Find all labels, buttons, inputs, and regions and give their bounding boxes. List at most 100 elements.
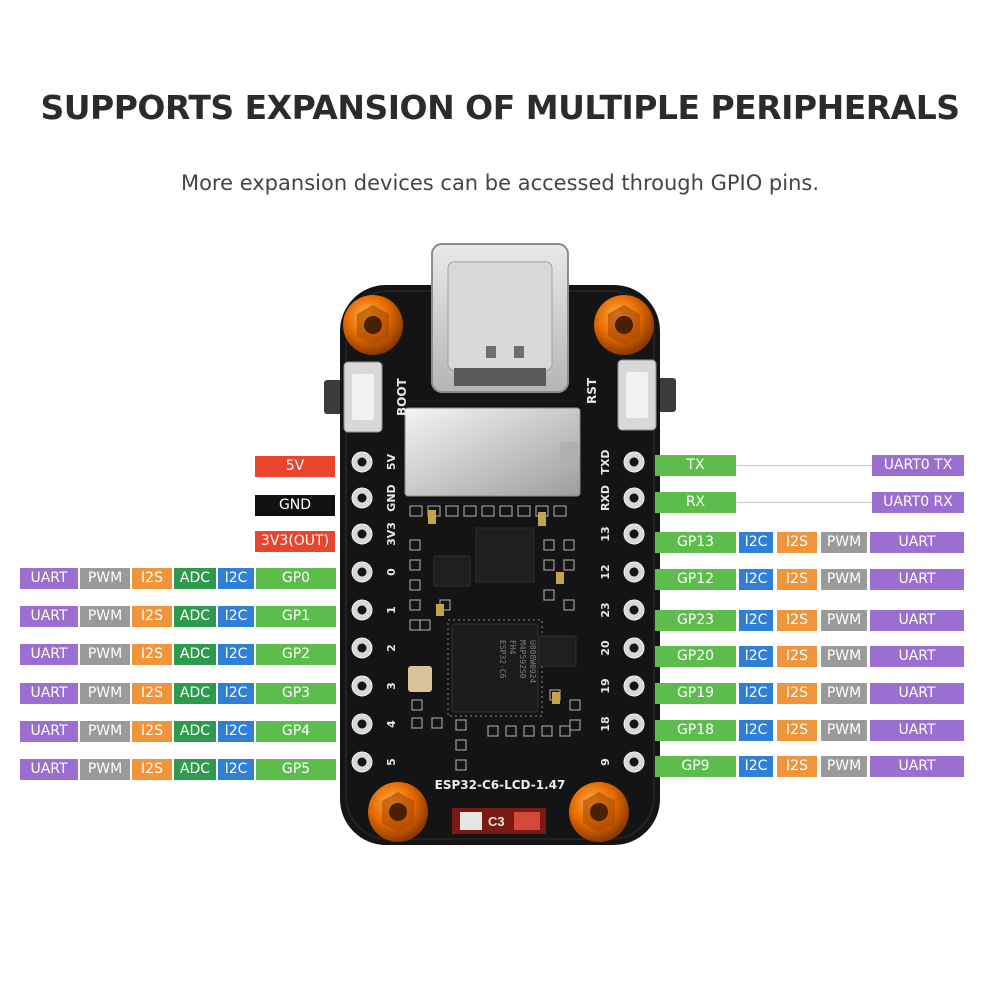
board-model-label: ESP32-C6-LCD-1.47 — [435, 778, 566, 792]
right-func-uart-tag: UART — [870, 569, 964, 590]
rf-shield — [404, 407, 581, 497]
left-pin-silk-label: 3V3 — [385, 522, 398, 546]
right-pin-silk-label: 23 — [599, 602, 612, 617]
left-func-uart-tag: UART — [20, 683, 78, 704]
boot-label: BOOT — [395, 377, 409, 416]
left-func-pwm-tag: PWM — [80, 606, 130, 627]
right-func-i2s-tag: I2S — [777, 532, 817, 553]
connector-rx — [737, 502, 872, 503]
standoff-top-left — [343, 295, 403, 355]
right-func-i2c-tag: I2C — [739, 756, 773, 777]
left-gpio-label: GP5 — [256, 759, 336, 780]
left-func-uart-tag: UART — [20, 721, 78, 742]
left-pin-silk-label: 5V — [385, 453, 398, 470]
right-gpio-label: GP9 — [655, 756, 736, 777]
power-pin-1: GND — [255, 495, 335, 516]
standoff-top-right — [594, 295, 654, 355]
left-func-i2c-tag: I2C — [218, 721, 254, 742]
right-func-pwm-tag: PWM — [821, 646, 867, 667]
right-gpio-label: GP18 — [655, 720, 736, 741]
right-func-uart-tag: UART — [870, 610, 964, 631]
right-func-pwm-tag: PWM — [821, 720, 867, 741]
left-func-adc-tag: ADC — [174, 721, 216, 742]
left-func-pwm-tag: PWM — [80, 759, 130, 780]
right-pin-silk-label: 20 — [599, 640, 612, 656]
right-pin-silk-label: 19 — [599, 678, 612, 693]
rst-label: RST — [585, 377, 599, 404]
right-func-i2s-tag: I2S — [777, 756, 817, 777]
left-pin-silk-label: 2 — [385, 644, 398, 652]
page-title: SUPPORTS EXPANSION OF MULTIPLE PERIPHERA… — [40, 88, 960, 127]
uart-pin-label: RX — [655, 492, 736, 513]
right-func-uart-tag: UART — [870, 720, 964, 741]
right-func-i2c-tag: I2C — [739, 532, 773, 553]
right-gpio-label: GP19 — [655, 683, 736, 704]
left-func-i2c-tag: I2C — [218, 606, 254, 627]
right-gpio-label: GP23 — [655, 610, 736, 631]
right-func-i2s-tag: I2S — [777, 720, 817, 741]
right-func-i2c-tag: I2C — [739, 720, 773, 741]
right-func-pwm-tag: PWM — [821, 756, 867, 777]
uart-pin-label: TX — [655, 455, 736, 476]
right-pin-silk-label: 13 — [599, 526, 612, 541]
left-func-i2s-tag: I2S — [132, 644, 172, 665]
left-func-pwm-tag: PWM — [80, 644, 130, 665]
chip-marking-line: M4P592S0 — [518, 640, 527, 679]
page-subtitle: More expansion devices can be accessed t… — [180, 171, 820, 195]
left-func-i2s-tag: I2S — [132, 759, 172, 780]
left-func-i2s-tag: I2S — [132, 721, 172, 742]
right-func-i2c-tag: I2C — [739, 683, 773, 704]
right-func-i2s-tag: I2S — [777, 683, 817, 704]
right-func-pwm-tag: PWM — [821, 569, 867, 590]
uart-func-label: UART0 RX — [872, 492, 964, 513]
left-func-i2s-tag: I2S — [132, 568, 172, 589]
right-func-i2c-tag: I2C — [739, 646, 773, 667]
right-func-pwm-tag: PWM — [821, 532, 867, 553]
left-func-uart-tag: UART — [20, 568, 78, 589]
right-func-i2c-tag: I2C — [739, 569, 773, 590]
left-func-i2s-tag: I2S — [132, 683, 172, 704]
right-func-i2s-tag: I2S — [777, 646, 817, 667]
left-func-i2c-tag: I2C — [218, 683, 254, 704]
left-func-adc-tag: ADC — [174, 644, 216, 665]
silk-c3: C3 — [488, 814, 505, 829]
right-func-i2s-tag: I2S — [777, 610, 817, 631]
right-func-i2s-tag: I2S — [777, 569, 817, 590]
right-func-i2c-tag: I2C — [739, 610, 773, 631]
right-func-uart-tag: UART — [870, 646, 964, 667]
left-func-adc-tag: ADC — [174, 568, 216, 589]
power-pin-2: 3V3(OUT) — [255, 531, 335, 552]
left-gpio-label: GP4 — [256, 721, 336, 742]
chip-marking-line: FH4 — [508, 640, 517, 655]
left-func-i2c-tag: I2C — [218, 568, 254, 589]
right-pin-silk-label: 12 — [599, 564, 612, 579]
left-gpio-label: GP2 — [256, 644, 336, 665]
left-pin-silk-label: 0 — [385, 568, 398, 576]
left-func-pwm-tag: PWM — [80, 721, 130, 742]
standoff-bottom-left — [368, 782, 428, 842]
right-func-uart-tag: UART — [870, 756, 964, 777]
right-pin-silk-label: 18 — [599, 716, 612, 731]
right-gpio-label: GP20 — [655, 646, 736, 667]
left-pin-silk-label: 5 — [385, 758, 398, 766]
right-func-uart-tag: UART — [870, 532, 964, 553]
right-pin-silk-label: RXD — [599, 485, 612, 511]
power-pin-0: 5V — [255, 456, 335, 477]
right-pin-silk-label: TXD — [599, 449, 612, 474]
left-pin-silk-label: 1 — [385, 606, 398, 614]
left-pin-silk-label: 3 — [385, 682, 398, 690]
right-pin-silk-label: 9 — [599, 758, 612, 766]
left-func-pwm-tag: PWM — [80, 683, 130, 704]
left-func-i2c-tag: I2C — [218, 759, 254, 780]
left-pin-silk-label: 4 — [385, 720, 398, 728]
left-gpio-label: GP0 — [256, 568, 336, 589]
chip-marking-line: U808W0924 — [528, 640, 537, 684]
chip-marking-line: ESP32-C6 — [498, 640, 507, 679]
left-func-adc-tag: ADC — [174, 606, 216, 627]
left-func-adc-tag: ADC — [174, 759, 216, 780]
right-gpio-label: GP12 — [655, 569, 736, 590]
left-func-pwm-tag: PWM — [80, 568, 130, 589]
left-pin-silk-label: GND — [385, 484, 398, 511]
left-gpio-label: GP1 — [256, 606, 336, 627]
